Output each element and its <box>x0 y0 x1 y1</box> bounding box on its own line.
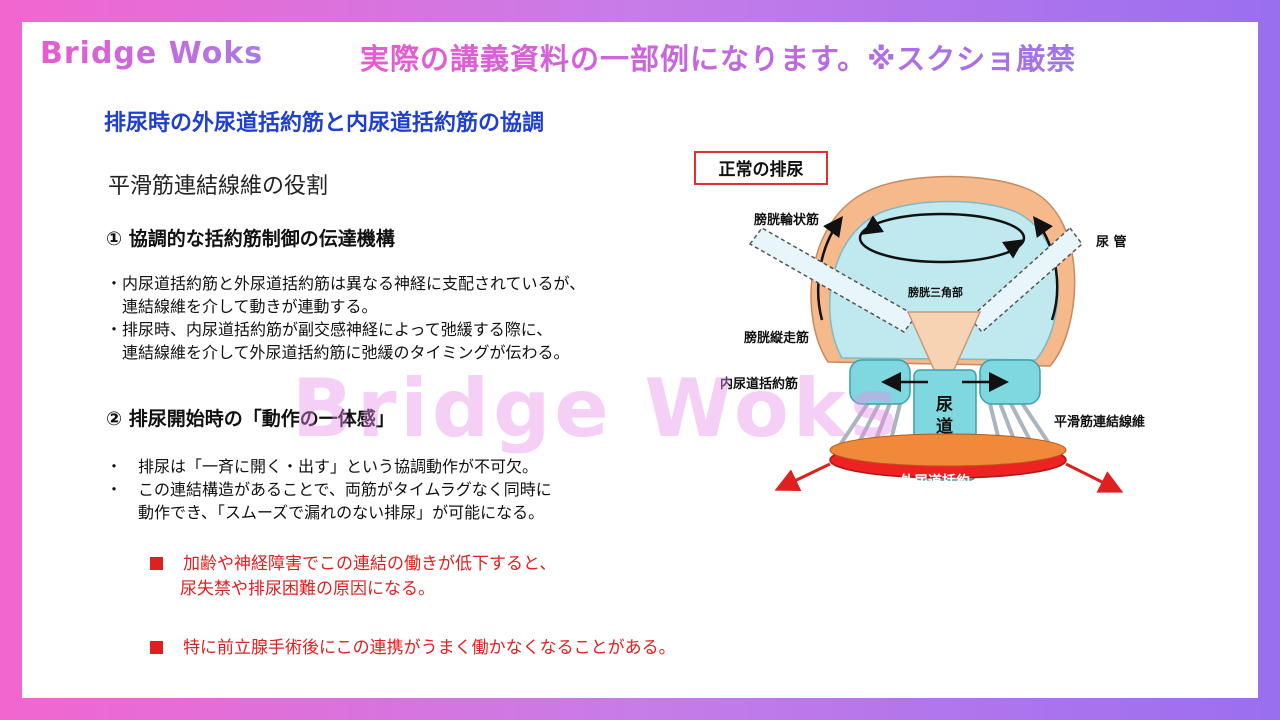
section2-line: 動作でき、「スムーズで漏れのない排尿」が可能になる。 <box>106 503 545 522</box>
bladder-illustration: 正常の排尿 <box>694 151 1145 493</box>
section1-body: ・内尿道括約筋と外尿道括約筋は異なる神経に支配されているが、 連結線維を介して動… <box>106 272 585 364</box>
section1-line: 連結線維を介して外尿道括約筋に弛緩のタイミングが伝わる。 <box>106 343 570 362</box>
slide: Bridge Woks 実際の講義資料の一部例になります。※スクショ厳禁 排尿時… <box>22 22 1258 698</box>
red-square-bullet-icon <box>150 557 163 570</box>
open-arrow-left-icon <box>774 462 831 492</box>
longitudinal-arrow-icon <box>1033 215 1059 321</box>
brand-logo-text: Bridge Woks <box>40 36 264 71</box>
label-internal-sphincter: 内尿道括約筋 <box>720 376 798 392</box>
circular-arrow-icon <box>1001 239 1025 259</box>
label-external-sphincter: 外尿道括約 <box>900 473 970 490</box>
warning-note-1: 加齢や神経障害でこの連結の働きが低下すると、 尿失禁や排尿困難の原因になる。 <box>150 552 556 602</box>
section2-heading: ② 排尿開始時の「動作の一体感」 <box>106 408 395 430</box>
section2-body: ・ 排尿は「一斉に開く・出す」という協調動作が不可欠。 ・ この連結構造があるこ… <box>106 455 552 524</box>
slide-subtitle: 平滑筋連結線維の役割 <box>108 174 329 199</box>
warning-note-line: 加齢や神経障害でこの連結の働きが低下すると、 <box>183 554 557 574</box>
diagram-title: 正常の排尿 <box>719 159 804 180</box>
external-sphincter-top <box>829 433 1067 467</box>
diagram-title-box <box>694 151 828 185</box>
red-square-bullet-icon <box>150 641 163 654</box>
label-trigone: 膀胱三角部 <box>907 285 963 299</box>
slide-title: 排尿時の外尿道括約筋と内尿道括約筋の協調 <box>104 111 545 136</box>
label-circular-muscle: 膀胱輪状筋 <box>753 212 819 228</box>
circular-muscle-ring <box>858 212 1026 264</box>
label-longitudinal-muscle: 膀胱縦走筋 <box>743 330 809 346</box>
label-urethra: 道 <box>936 416 953 437</box>
warning-note-2: 特に前立腺手術後にこの連携がうまく働かなくなることがある。 <box>150 636 676 661</box>
label-urethra: 尿 <box>936 395 953 415</box>
open-arrow-right-icon <box>1065 462 1124 493</box>
section1-line: ・内尿道括約筋と外尿道括約筋は異なる神経に支配されているが、 <box>106 274 586 293</box>
trigone <box>906 311 982 394</box>
screenshot-notice: 実際の講義資料の一部例になります。※スクショ厳禁 <box>360 36 1076 78</box>
section2-line: ・ この連結構造があることで、両筋がタイムラグなく同時に <box>106 480 552 499</box>
urination-diagram: 正常の排尿 <box>690 120 1150 500</box>
warning-note-line: 尿失禁や排尿困難の原因になる。 <box>180 579 435 599</box>
section1-line: ・排尿時、内尿道括約筋が副交感神経によって弛緩する際に、 <box>106 320 553 339</box>
warning-note-line: 特に前立腺手術後にこの連携がうまく働かなくなることがある。 <box>183 638 676 658</box>
ureter-right <box>968 226 1084 334</box>
section1-line: 連結線維を介して動きが連動する。 <box>106 297 378 316</box>
circular-arrow-icon <box>861 215 885 235</box>
label-ureter: 尿 管 <box>1096 234 1127 250</box>
section2-line: ・ 排尿は「一斉に開く・出す」という協調動作が不可欠。 <box>106 457 539 476</box>
label-smooth-muscle-fibers: 平滑筋連結線維 <box>1054 414 1145 430</box>
section1-heading: ① 協調的な括約筋制御の伝達機構 <box>106 228 395 250</box>
